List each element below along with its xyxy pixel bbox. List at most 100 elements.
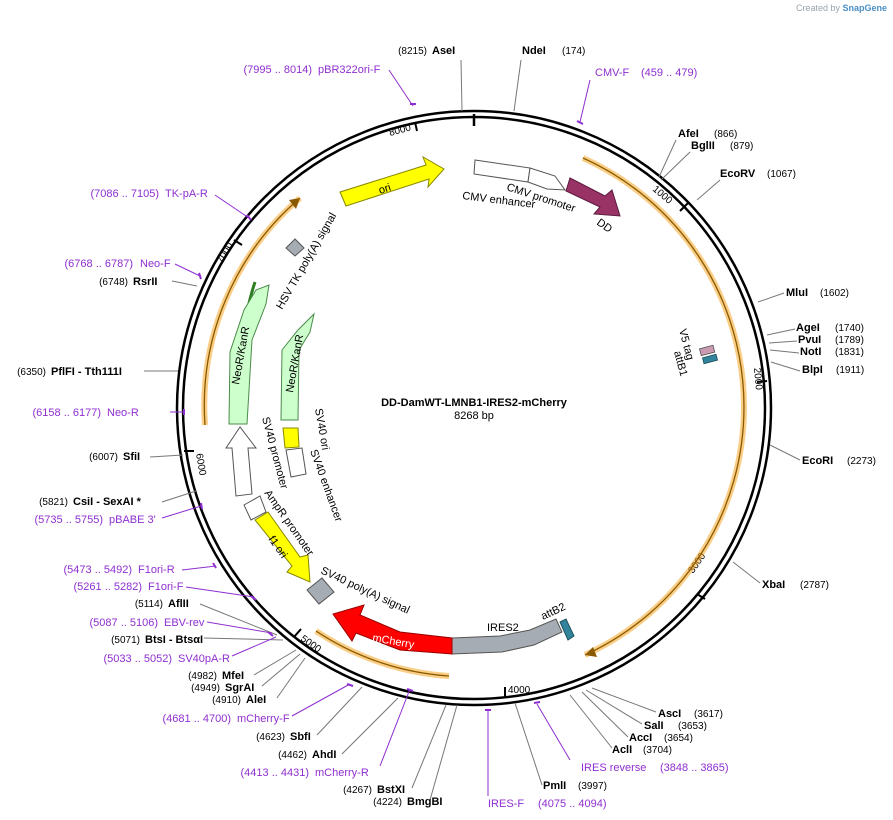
- leader-acci: [581, 691, 629, 738]
- enzyme-pos-acli: (3704): [643, 745, 672, 756]
- primer-range-ires-reverse: (3848 .. 3865): [660, 762, 729, 774]
- primer-range-tk-pa-r: (7086 .. 7105): [91, 188, 160, 200]
- leader-afei: [658, 139, 677, 178]
- enzyme-pos-asci: (3617): [694, 709, 723, 720]
- leader-xbai: [732, 561, 761, 584]
- enzyme-pos-btsi: (5071): [111, 635, 140, 646]
- leader-mfei: [253, 649, 297, 676]
- pmark-ebv-rev: [267, 631, 274, 637]
- leader-ecorv: [696, 179, 721, 201]
- primer-range-sv40pa-r: (5033 .. 5052): [104, 653, 173, 665]
- feature-ampr-promoter: [243, 495, 267, 521]
- enzyme-bglii: BglII: [691, 140, 715, 152]
- primer-range-f1ori-f: (5261 .. 5282): [74, 581, 143, 593]
- enzyme-pos-asei: (8215): [398, 46, 427, 57]
- leader-sbfi: [316, 686, 363, 736]
- primer-pbr322ori-f: pBR322ori-F: [318, 64, 381, 76]
- enzyme-pos-ecorv: (1067): [767, 169, 796, 180]
- tick-label-6000: 6000: [193, 453, 208, 477]
- leader-sali: [585, 689, 643, 725]
- primer-pbabe3: pBABE 3': [109, 514, 156, 526]
- pmark-f1ori-f: [250, 595, 257, 601]
- pmark-neo-f: [198, 272, 202, 280]
- enzyme-csii: CsiI - SexAI *: [73, 496, 142, 508]
- primer-leaders: [161, 69, 591, 796]
- enzyme-agei: AgeI: [796, 322, 820, 334]
- leader-alei: [276, 657, 306, 699]
- feature-sv40-ori: [282, 427, 300, 449]
- feature-dd: [565, 177, 621, 217]
- enzyme-pos-xbai: (2787): [800, 580, 829, 591]
- primer-range-mcherry-r: (4413 .. 4431): [241, 767, 310, 779]
- enzyme-mlui: MluI: [786, 287, 808, 299]
- leader-aflii: [199, 603, 278, 636]
- enzyme-pos-bglii: (879): [730, 141, 753, 152]
- leader-pmli: [514, 702, 543, 786]
- feature-neor-kanr-inner: [280, 312, 315, 421]
- enzyme-rsrii: RsrII: [133, 276, 157, 288]
- tick-marks: [184, 121, 768, 697]
- primer-range-ebv-rev: (5087 .. 5106): [90, 617, 159, 629]
- leader-pvui: [768, 340, 798, 344]
- enzyme-labels: (8215) AseI NdeI (174) AfeI (866) BglII …: [17, 45, 876, 808]
- pleader-ebv-rev: [206, 621, 273, 634]
- label-attb2: attB2: [539, 601, 567, 623]
- feature-f1-ori: [254, 511, 311, 583]
- enzyme-pos-sali: (3653): [678, 721, 707, 732]
- primer-range-cmv-f: (459 .. 479): [641, 67, 697, 79]
- orf-core-left: [203, 197, 301, 426]
- enzyme-blpi: BlpI: [802, 364, 823, 376]
- enzyme-pos-sbfi: (4623): [256, 732, 285, 743]
- primer-range-neo-f: (6768 .. 6787): [65, 258, 134, 270]
- primer-mcherry-f: mCherry-F: [237, 713, 290, 725]
- feature-ori: [339, 155, 445, 207]
- enzyme-pmli: PmlI: [543, 780, 566, 792]
- leader-csii: [161, 490, 197, 503]
- primer-tk-pa-r: TK-pA-R: [165, 188, 208, 200]
- primer-sv40pa-r: SV40pA-R: [178, 653, 230, 665]
- leader-ahdi: [341, 697, 399, 755]
- enzyme-pos-sfii: (6007): [89, 452, 118, 463]
- enzyme-pos-bmgbi: (4224): [373, 797, 402, 808]
- enzyme-noti: NotI: [800, 346, 821, 358]
- primer-range-neo-r: (6158 .. 6177): [33, 407, 102, 419]
- pleader-sv40pa-r: [231, 636, 277, 657]
- leader-asci: [591, 687, 657, 713]
- tick-label-4000: 4000: [508, 685, 531, 696]
- primer-range-f1ori-r: (5473 .. 5492): [64, 564, 133, 576]
- label-sv40-enhancer: SV40 enhancer: [307, 448, 344, 524]
- backbone-outer-ring: [175, 109, 773, 707]
- pmark-f1ori-r: [212, 562, 217, 569]
- enzyme-pos-aflii: (5114): [135, 599, 163, 610]
- pmark-tk-pa-r: [246, 214, 252, 221]
- pleader-neo-f: [174, 263, 201, 277]
- enzyme-pos-csii: (5821): [39, 497, 68, 508]
- primer-ires-reverse: IRES reverse: [581, 762, 646, 774]
- label-sv40-promoter: SV40 promoter: [259, 416, 290, 491]
- enzyme-pos-ndei: (174): [562, 46, 585, 57]
- enzyme-leaders: [144, 59, 801, 801]
- pleader-mcherry-f: [291, 683, 351, 717]
- enzyme-pos-afei: (866): [714, 129, 737, 140]
- feature-hsv-tk-polya: [285, 238, 305, 257]
- pleader-mcherry-r: [379, 688, 411, 767]
- tick-label-2000: 2000: [751, 367, 764, 391]
- primer-range-pbr322ori-f: (7995 .. 8014): [244, 64, 313, 76]
- primer-neo-f: Neo-F: [140, 258, 171, 270]
- orf-arrow-left: [289, 198, 300, 209]
- pleader-pbabe3: [161, 505, 202, 519]
- enzyme-mfei: MfeI: [222, 670, 244, 682]
- feature-sv40-promoter: [225, 426, 258, 497]
- enzyme-aflii: AflII: [168, 598, 189, 610]
- primer-ires-f: IRES-F: [488, 798, 524, 810]
- enzyme-sgrai: SgrAI: [225, 682, 254, 694]
- leader-bstxi: [411, 704, 447, 789]
- tick-5000: [293, 628, 302, 638]
- leader-acli: [569, 694, 613, 749]
- primer-f1ori-r: F1ori-R: [138, 564, 175, 576]
- enzyme-sbfi: SbfI: [290, 731, 311, 743]
- enzyme-pos-ahdi: (4462): [278, 750, 307, 761]
- feature-v5-tag: [698, 344, 716, 357]
- primer-cmv-f: CMV-F: [595, 67, 630, 79]
- pleader-pbr322ori-f: [388, 69, 414, 107]
